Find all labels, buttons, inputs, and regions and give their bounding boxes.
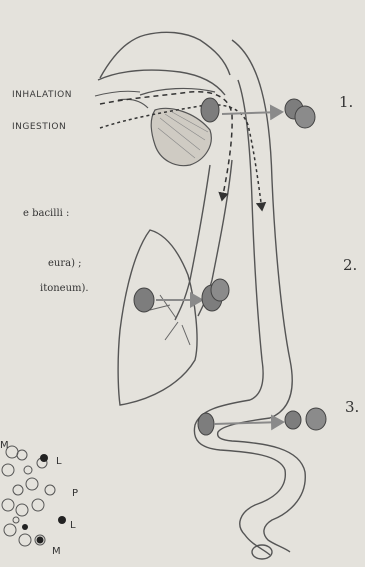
lung-outline bbox=[118, 230, 197, 405]
text-line-peritoneum: itoneum). bbox=[40, 283, 89, 294]
stage3-cell-a bbox=[285, 411, 301, 429]
stage1-arrow bbox=[222, 112, 282, 114]
cell-label-l-bottom: L bbox=[70, 520, 76, 531]
hard-palate bbox=[140, 88, 215, 95]
esophagus-left-wall bbox=[238, 80, 263, 400]
text-line-pleura: eura) ; bbox=[48, 258, 82, 269]
nasal-passage bbox=[98, 70, 225, 95]
bronchi bbox=[150, 295, 190, 345]
step-number-2: 2. bbox=[343, 256, 357, 274]
stage2-bacillus-source bbox=[134, 288, 154, 312]
intestine-lower-wall bbox=[218, 418, 306, 552]
stage1-bacillus-source bbox=[201, 98, 219, 122]
intestine-opening bbox=[252, 545, 272, 559]
cell-label-l-top: L bbox=[56, 456, 62, 467]
inhalation-label: INHALATION bbox=[12, 90, 72, 100]
step-number-1: 1. bbox=[339, 93, 353, 111]
stage3-arrow bbox=[214, 422, 283, 424]
cell-label-m-bottom: M bbox=[52, 546, 61, 557]
stage3-cell-b bbox=[306, 408, 326, 430]
stage1-cell-b bbox=[295, 106, 315, 128]
cell-cluster bbox=[2, 446, 55, 546]
text-line-bacilli: e bacilli : bbox=[23, 208, 69, 219]
cell-label-p: P bbox=[72, 488, 78, 499]
step-number-3: 3. bbox=[345, 398, 359, 416]
stage3-bacillus-source bbox=[198, 413, 214, 435]
inhalation-label-lead bbox=[95, 91, 140, 96]
cell-label-m-top: M bbox=[0, 440, 9, 451]
stage2-cell-b bbox=[211, 279, 229, 301]
ingestion-label: INGESTION bbox=[12, 122, 66, 132]
